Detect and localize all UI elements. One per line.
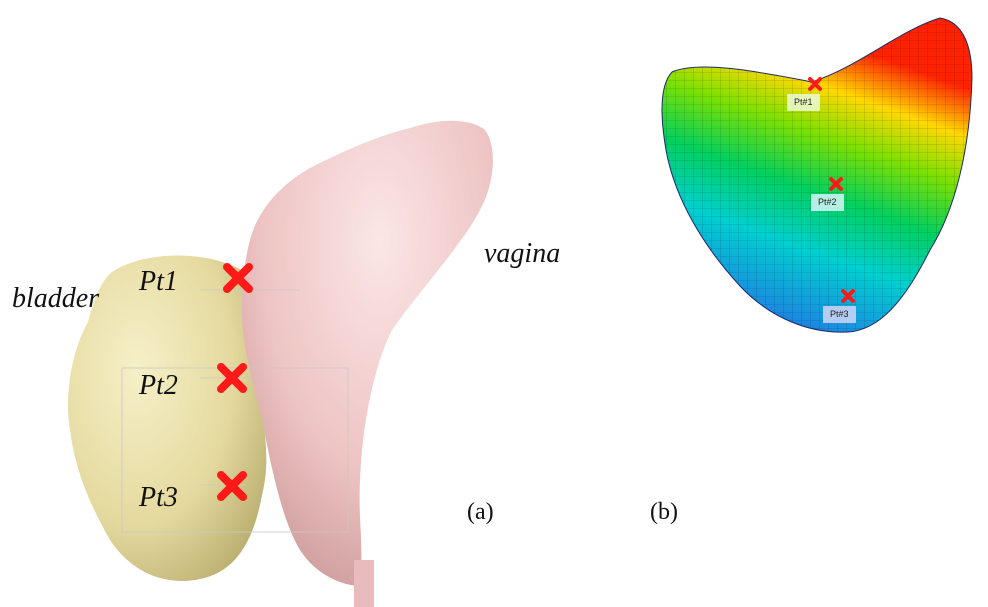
- bladder-label: bladder: [12, 285, 99, 313]
- pt1-label: Pt1: [139, 268, 178, 296]
- pt1-tag: Pt#1: [787, 94, 820, 111]
- panel-label-b: (b): [650, 500, 678, 524]
- pt3-tag: Pt#3: [823, 306, 856, 323]
- pt2-label: Pt2: [139, 372, 178, 400]
- pt2-tag: Pt#2: [811, 194, 844, 211]
- panel-label-a: (a): [467, 500, 494, 524]
- urethra-stub: [354, 560, 374, 607]
- vagina-label: vagina: [484, 240, 560, 268]
- pt3-label: Pt3: [139, 484, 178, 512]
- vagina-shape: [242, 121, 493, 607]
- heatmap-surface: [655, 10, 980, 340]
